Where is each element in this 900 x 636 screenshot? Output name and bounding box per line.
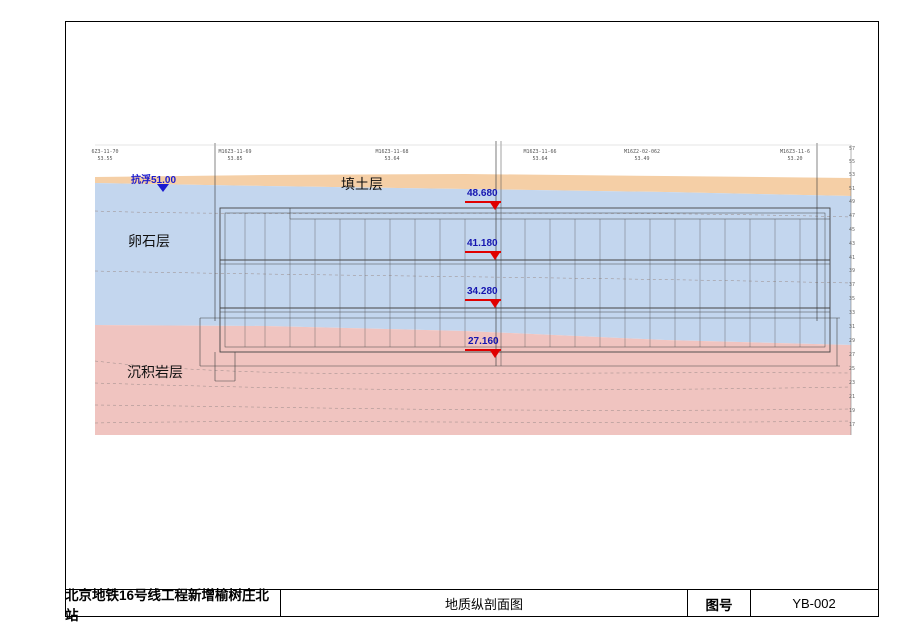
borehole-label: M16Z3-11-6 xyxy=(779,149,811,155)
axis-tick: 47 xyxy=(849,213,856,219)
elevation-marker-line xyxy=(465,299,501,301)
axis-tick: 21 xyxy=(849,394,856,400)
drawing-name: 地质纵剖面图 xyxy=(281,590,688,617)
borehole-label: 6Z3-11-70 xyxy=(91,149,119,155)
axis-tick: 55 xyxy=(849,159,856,165)
axis-tick: 53 xyxy=(849,172,856,178)
geologic-section-drawing xyxy=(94,141,852,435)
borehole-label: M16Z3-11-68 xyxy=(375,149,409,155)
axis-tick: 29 xyxy=(849,338,856,344)
axis-tick: 33 xyxy=(849,310,856,316)
water-level-icon xyxy=(157,184,169,192)
sediment-layer xyxy=(95,325,851,435)
borehole-elevation: 53.55 xyxy=(97,156,113,162)
elevation-label: 41.180 xyxy=(467,238,498,249)
axis-tick: 19 xyxy=(849,408,856,414)
axis-tick: 51 xyxy=(849,186,856,192)
sediment-layer-label: 沉积岩层 xyxy=(127,365,183,381)
elevation-marker-icon xyxy=(489,299,501,308)
axis-tick: 17 xyxy=(849,422,856,428)
fill-layer xyxy=(95,174,851,196)
borehole-label: M16Z3-11-69 xyxy=(218,149,252,155)
elevation-label: 34.280 xyxy=(467,286,498,297)
borehole-elevation: 53.64 xyxy=(384,156,400,162)
axis-tick: 31 xyxy=(849,324,856,330)
drawing-number-label: 图号 xyxy=(688,590,751,617)
drawing-number: YB-002 xyxy=(792,596,836,611)
drawing-sheet-border xyxy=(65,21,879,617)
borehole-label: M16Z3-11-66 xyxy=(523,149,557,155)
elevation-label: 48.680 xyxy=(467,188,498,199)
elevation-marker-line xyxy=(465,201,501,203)
borehole-lines xyxy=(214,143,818,321)
fill-layer-label: 填土层 xyxy=(341,177,383,193)
axis-tick: 43 xyxy=(849,241,856,247)
elevation-label: 27.160 xyxy=(468,336,499,347)
borehole-elevation: 53.64 xyxy=(532,156,548,162)
elevation-marker-icon xyxy=(489,201,501,210)
axis-tick: 37 xyxy=(849,282,856,288)
elevation-marker-icon xyxy=(489,251,501,260)
axis-tick: 49 xyxy=(849,199,856,205)
borehole-elevation: 53.20 xyxy=(787,156,803,162)
axis-tick: 57 xyxy=(849,146,856,152)
station-columns xyxy=(244,213,801,347)
elevation-marker-line xyxy=(465,349,501,351)
elevation-marker-icon xyxy=(489,349,501,358)
axis-tick: 39 xyxy=(849,268,856,274)
borehole-label: M16Z2-02-062 xyxy=(623,149,661,155)
axis-tick: 45 xyxy=(849,227,856,233)
project-name: 北京地铁16号线工程新增榆树庄北站 xyxy=(65,588,281,623)
water-level-label: 抗浮51.00 xyxy=(131,175,177,186)
axis-tick: 27 xyxy=(849,352,856,358)
borehole-elevation: 53.49 xyxy=(634,156,650,162)
borehole-elevation: 53.85 xyxy=(227,156,243,162)
axis-tick: 25 xyxy=(849,366,856,372)
axis-tick: 35 xyxy=(849,296,856,302)
stratum-dash-lines xyxy=(94,210,852,424)
gravel-layer-label: 卵石层 xyxy=(128,234,170,250)
title-block: 北京地铁16号线工程新增榆树庄北站 地质纵剖面图 图号 YB-002 xyxy=(65,588,879,623)
axis-tick: 23 xyxy=(849,380,856,386)
elevation-marker-line xyxy=(465,251,501,253)
axis-tick: 41 xyxy=(849,255,856,261)
